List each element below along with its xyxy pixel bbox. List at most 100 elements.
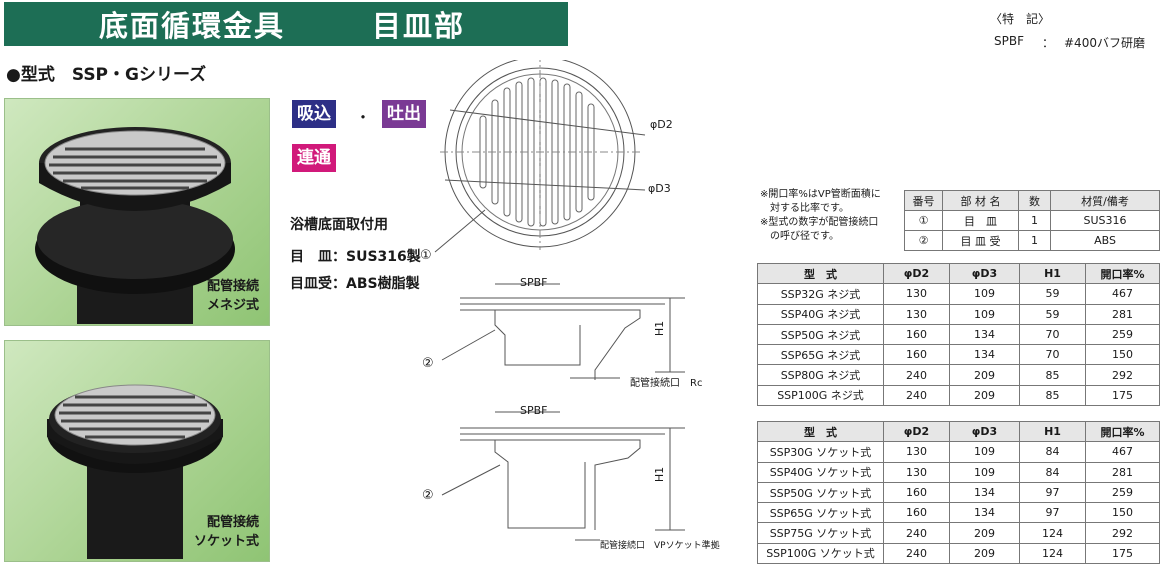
model-cell: 209	[949, 364, 1020, 386]
label-spbf-top: SPBF	[520, 276, 548, 289]
model-cell: 160	[883, 323, 950, 346]
model-cell: 467	[1085, 283, 1160, 305]
model-cell: 70	[1019, 344, 1086, 366]
model-cell: 240	[883, 384, 950, 407]
model-cell: 209	[949, 384, 1020, 407]
model-cell: 292	[1085, 364, 1160, 386]
model-header: 開口率%	[1085, 262, 1160, 285]
model-cell: 124	[1019, 542, 1086, 564]
model-header: 型 式	[757, 262, 884, 285]
tag-discharge: 吐出	[382, 100, 426, 128]
page-title: 底面循環金具	[99, 9, 286, 43]
parts-cell: ABS	[1050, 230, 1160, 251]
model-cell: SSP65G ソケット式	[757, 502, 884, 524]
model-cell: 160	[883, 502, 950, 524]
note-line: ※型式の数字が配管接続口	[760, 217, 879, 228]
model-cell: 160	[883, 344, 950, 366]
model-header: φD3	[949, 262, 1020, 285]
model-cell: 467	[1085, 441, 1160, 463]
model-cell: 130	[883, 461, 950, 483]
page-subtitle: 目皿部	[372, 9, 466, 43]
model-cell: 160	[883, 481, 950, 504]
parts-header: 番号	[904, 190, 943, 211]
label-part-2-top: ②	[422, 356, 434, 371]
feature-spec-sep: ：	[1042, 36, 1055, 50]
model-cell: 97	[1019, 481, 1086, 504]
model-cell: 109	[949, 303, 1020, 325]
model-cell: 259	[1085, 323, 1160, 346]
parts-cell: 1	[1018, 230, 1051, 251]
parts-header: 部 材 名	[942, 190, 1019, 211]
model-cell: 130	[883, 441, 950, 463]
model-header: 型 式	[757, 420, 884, 443]
parts-header: 数	[1018, 190, 1051, 211]
title-bar: 底面循環金具 目皿部	[4, 2, 568, 46]
series-heading: ●型式 SSP・Gシリーズ	[6, 65, 207, 85]
model-header: H1	[1019, 262, 1086, 285]
parts-cell: 目 皿 受	[942, 230, 1019, 251]
photo-caption-thread: 配管接続 メネジ式	[207, 277, 259, 315]
parts-table: 番号 部 材 名 数 材質/備考 ① 目 皿 1 SUS316 ② 目 皿 受 …	[904, 190, 1160, 251]
label-d3: φD3	[648, 182, 671, 195]
model-cell: SSP32G ネジ式	[757, 283, 884, 305]
product-photo-socket: 配管接続 ソケット式	[4, 340, 270, 562]
note-line: 対する比率です。	[760, 203, 849, 214]
model-cell: 150	[1085, 502, 1160, 524]
caption-line: 配管接続	[206, 515, 259, 530]
parts-cell: 目 皿	[942, 210, 1019, 231]
model-cell: 109	[949, 441, 1020, 463]
parts-cell: ②	[904, 230, 943, 251]
model-cell: 240	[883, 542, 950, 564]
model-cell: SSP40G ネジ式	[757, 303, 884, 325]
model-cell: 124	[1019, 522, 1086, 544]
model-cell: 209	[949, 542, 1020, 564]
label-conn-top: 配管接続口 Rc	[630, 378, 703, 389]
caption-line: ソケット式	[193, 534, 259, 549]
model-cell: 85	[1019, 364, 1086, 386]
model-cell: 240	[883, 364, 950, 386]
caption-line: メネジ式	[206, 298, 259, 313]
parts-header: 材質/備考	[1050, 190, 1160, 211]
table-row: ① 目 皿 1 SUS316	[904, 210, 1160, 231]
model-cell: 70	[1019, 323, 1086, 346]
model-cell: SSP100G ソケット式	[757, 542, 884, 564]
parts-cell: SUS316	[1050, 210, 1160, 231]
model-cell: 97	[1019, 502, 1086, 524]
model-header: φD2	[883, 420, 950, 443]
model-cell: 134	[949, 323, 1020, 346]
feature-heading: 〈特 記〉	[990, 12, 1051, 26]
drawing-lines	[434, 54, 685, 541]
label-h1-bottom: H1	[653, 466, 667, 483]
model-header: φD2	[883, 262, 950, 285]
label-part-1: ①	[420, 248, 432, 263]
model-cell: 292	[1085, 522, 1160, 544]
label-d2: φD2	[650, 118, 673, 131]
label-conn-bottom: 配管接続口 VPソケット準拠	[600, 541, 720, 551]
model-cell: 281	[1085, 303, 1160, 325]
spec-plate: 目 皿：SUS316製	[290, 249, 421, 265]
technical-drawing: φD2 φD3 ① SPBF H1 ② 配管接続口 Rc SPBF H1 ② 配…	[400, 54, 740, 560]
feature-spec-label: SPBF	[994, 34, 1024, 48]
model-cell: SSP65G ネジ式	[757, 344, 884, 366]
feature-spec-value: #400バフ研磨	[1064, 36, 1145, 50]
model-cell: 109	[949, 461, 1020, 483]
parts-cell: ①	[904, 210, 943, 231]
model-header: φD3	[949, 420, 1020, 443]
model-cell: 59	[1019, 283, 1086, 305]
product-photo-thread: 配管接続 メネジ式	[4, 98, 270, 326]
photo-caption-socket: 配管接続 ソケット式	[194, 513, 259, 551]
model-cell: 281	[1085, 461, 1160, 483]
model-cell: 109	[949, 283, 1020, 305]
table-row: ② 目 皿 受 1 ABS	[904, 230, 1160, 251]
model-cell: 59	[1019, 303, 1086, 325]
model-cell: 175	[1085, 384, 1160, 407]
model-cell: SSP50G ネジ式	[757, 323, 884, 346]
tag-suction: 吸込	[292, 100, 336, 128]
